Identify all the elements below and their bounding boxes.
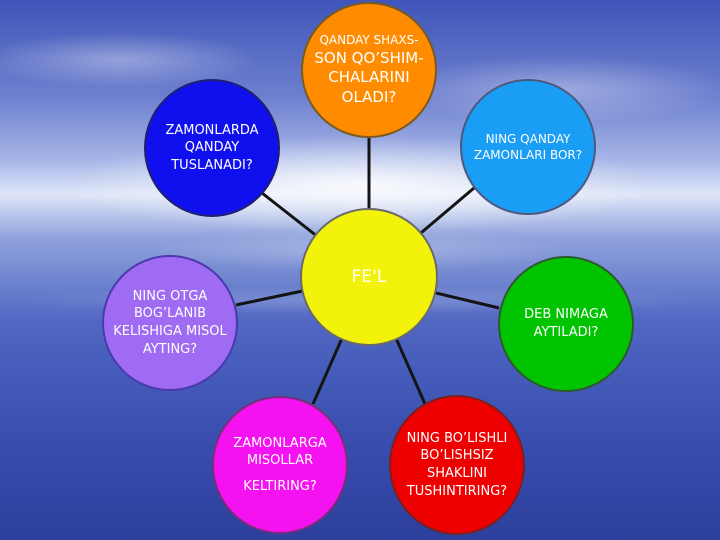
node-top-left-line3: TUSLANADI? — [171, 157, 253, 173]
node-top-left-line2: QANDAY — [184, 140, 240, 156]
node-top[interactable]: QANDAY SHAXS- SON QO’SHIM- CHALARINI OLA… — [301, 2, 437, 138]
node-top-right-line2: ZAMONLARI BOR? — [473, 148, 583, 162]
node-left-line4: AYTING? — [142, 341, 198, 357]
node-right-line1: DEB NIMAGA — [524, 307, 608, 323]
node-bottom-right-line4: TUSHINTIRING? — [406, 483, 508, 499]
node-top-line1: QANDAY SHAXS- — [319, 32, 419, 47]
node-left-line1: NING OTGA — [132, 288, 208, 304]
node-top-left[interactable]: ZAMONLARDA QANDAY TUSLANADI? — [144, 79, 280, 217]
node-bottom-right-line3: SHAKLINI — [426, 466, 488, 481]
node-bottom-right-line2: BO’LISHSIZ — [420, 448, 494, 464]
center-node[interactable]: FE'L — [300, 208, 438, 346]
node-bottom-left-line1: ZAMONLARGA — [233, 435, 327, 451]
node-top-line2: SON QO’SHIM- — [314, 48, 424, 67]
node-bottom-left[interactable]: ZAMONLARGA MISOLLAR KELTIRING? — [212, 396, 348, 534]
node-right[interactable]: DEB NIMAGA AYTILADI? — [498, 256, 634, 392]
node-top-right[interactable]: NING QANDAY ZAMONLARI BOR? — [460, 79, 596, 215]
node-bottom-left-line3: KELTIRING? — [243, 478, 317, 494]
node-top-line3: CHALARINI — [328, 68, 410, 87]
node-left-line2: BOG’LANIB — [133, 306, 207, 322]
node-left-line3: KELISHIGA MISOL — [113, 324, 227, 339]
center-node-label: FE'L — [351, 266, 387, 287]
node-bottom-right-line1: NING BO’LISHLI — [406, 430, 508, 446]
node-bottom-right[interactable]: NING BO’LISHLI BO’LISHSIZ SHAKLINI TUSHI… — [389, 395, 525, 535]
node-top-line4: OLADI? — [341, 87, 397, 106]
node-top-right-line1: NING QANDAY — [485, 131, 571, 146]
node-left[interactable]: NING OTGA BOG’LANIB KELISHIGA MISOL AYTI… — [102, 255, 238, 391]
node-bottom-left-line2: MISOLLAR — [246, 453, 314, 469]
node-top-left-line1: ZAMONLARDA — [165, 122, 259, 138]
node-right-line2: AYTILADI? — [533, 325, 599, 340]
